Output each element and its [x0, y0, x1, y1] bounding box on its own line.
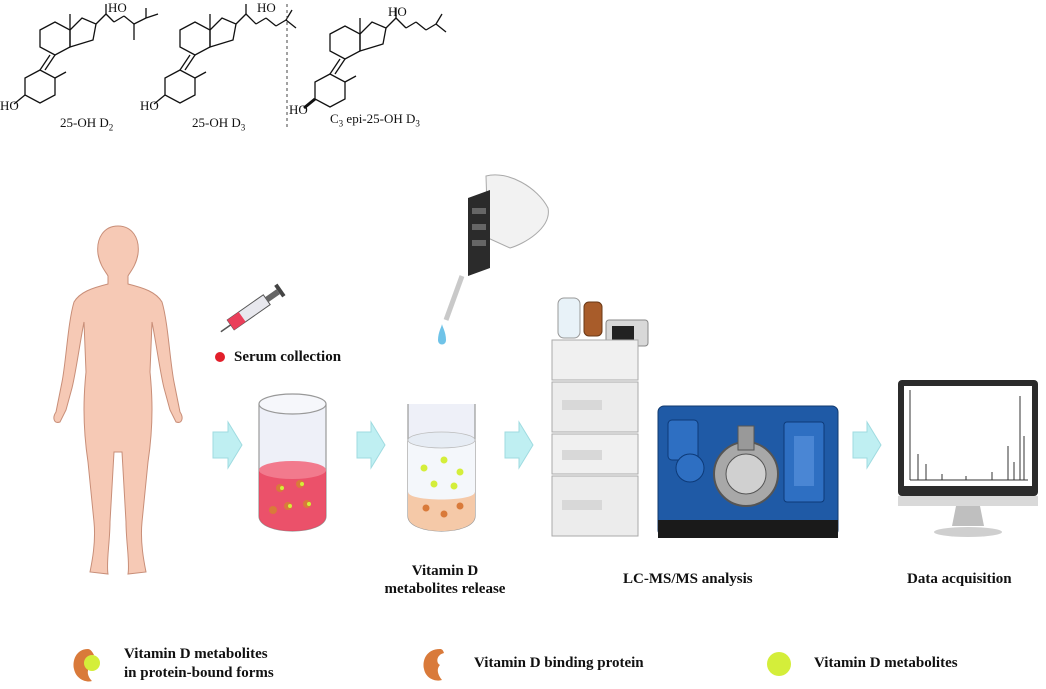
- serum-dot-icon: [215, 352, 225, 362]
- molecule-25-oh-d3: [153, 4, 297, 105]
- molecule-label-d3: 25-OH D3: [192, 115, 246, 133]
- legend-icon-binding-protein: [423, 649, 444, 681]
- label-data-acquisition: Data acquisition: [907, 571, 1012, 587]
- atom-label-ho-4: HO: [140, 98, 159, 113]
- atom-label-ho-3: HO: [257, 0, 276, 15]
- legend-icon-bound: [73, 649, 100, 682]
- atom-label-ho-2: HO: [0, 98, 19, 113]
- human-body: [53, 225, 183, 575]
- syringe-icon: [220, 283, 286, 333]
- legend-bound-label: Vitamin D metabolites in protein-bound f…: [124, 645, 274, 683]
- flow-arrow-1: [212, 420, 243, 470]
- flow-arrow-2: [356, 420, 386, 470]
- tube-release: [407, 404, 476, 532]
- molecule-label-epi-d3: C3 epi-25-OH D3: [330, 111, 420, 129]
- legend-binding-protein-label: Vitamin D binding protein: [474, 655, 644, 671]
- atom-label-ho-1: HO: [108, 0, 127, 15]
- legend-metabolites-label: Vitamin D metabolites: [814, 655, 958, 671]
- ms-instrument: [657, 405, 839, 538]
- label-release-line1: Vitamin D: [411, 563, 479, 579]
- label-lcms: LC-MS/MS analysis: [623, 571, 753, 587]
- atom-label-ho-5: HO: [388, 4, 407, 19]
- tube-serum: [258, 393, 327, 532]
- legend-bound-line1: Vitamin D metabolites: [124, 646, 268, 662]
- legend-icon-metabolite: [767, 652, 791, 676]
- pipette-icon: [438, 174, 549, 345]
- label-release-line2: metabolites release: [384, 581, 506, 597]
- molecule-c3-epi-25-oh-d3: [303, 8, 447, 110]
- flow-arrow-4: [852, 420, 882, 470]
- monitor-icon: [898, 380, 1038, 537]
- molecule-structures: [13, 4, 447, 130]
- label-release: Vitamin D metabolites release: [380, 562, 510, 598]
- molecule-label-d2: 25-OH D2: [60, 115, 114, 133]
- atom-label-ho-6: HO: [289, 102, 308, 117]
- legend-bound-line2: in protein-bound forms: [124, 665, 274, 681]
- label-serum-collection: Serum collection: [234, 349, 342, 365]
- flow-arrow-3: [504, 420, 534, 470]
- molecule-25-oh-d2: [13, 4, 159, 105]
- lc-stack: [551, 297, 649, 537]
